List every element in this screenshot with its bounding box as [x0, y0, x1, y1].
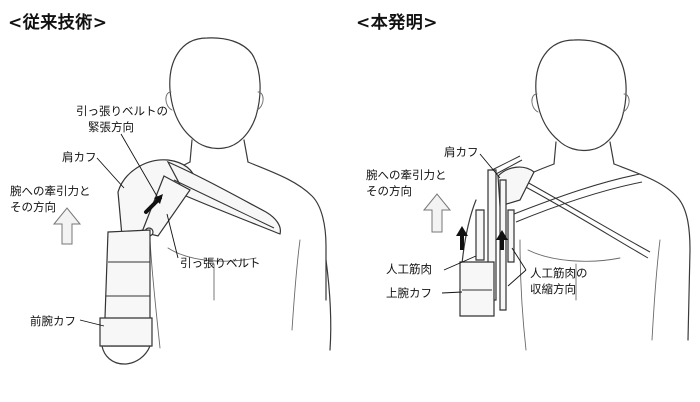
label-shoulder-cuff-left: 肩カフ: [62, 150, 97, 164]
label-traction-2-right: その方向: [366, 184, 412, 198]
left-leaders: [79, 133, 179, 327]
label-forearm-cuff: 前腕カフ: [30, 314, 76, 328]
heading-invention: <本発明>: [356, 13, 438, 33]
heading-conventional: <従来技術>: [8, 13, 108, 33]
label-muscle-contraction-2: 収縮方向: [530, 282, 576, 296]
label-belt-tension-direction-1: 引っ張りベルトの: [76, 104, 168, 118]
label-traction-1-left: 腕への牽引力と: [10, 184, 91, 198]
left-body-outline: [149, 37, 332, 351]
label-tension-belt: 引っ張りベルト: [180, 256, 261, 270]
left-arrows: [52, 194, 163, 245]
right-device: [459, 155, 651, 317]
right-body-outline: [459, 39, 691, 351]
label-upper-arm-cuff: 上腕カフ: [386, 286, 432, 300]
label-belt-tension-direction-2: 緊張方向: [88, 120, 134, 134]
label-traction-1-right: 腕への牽引力と: [366, 168, 447, 182]
label-artificial-muscle: 人工筋肉: [386, 262, 432, 276]
right-leaders: [441, 153, 527, 294]
left-device: [99, 159, 281, 365]
label-traction-2-left: その方向: [10, 200, 56, 214]
right-arrows: [422, 193, 508, 250]
label-muscle-contraction-1: 人工筋肉の: [530, 266, 588, 280]
label-shoulder-cuff-right: 肩カフ: [444, 145, 479, 159]
